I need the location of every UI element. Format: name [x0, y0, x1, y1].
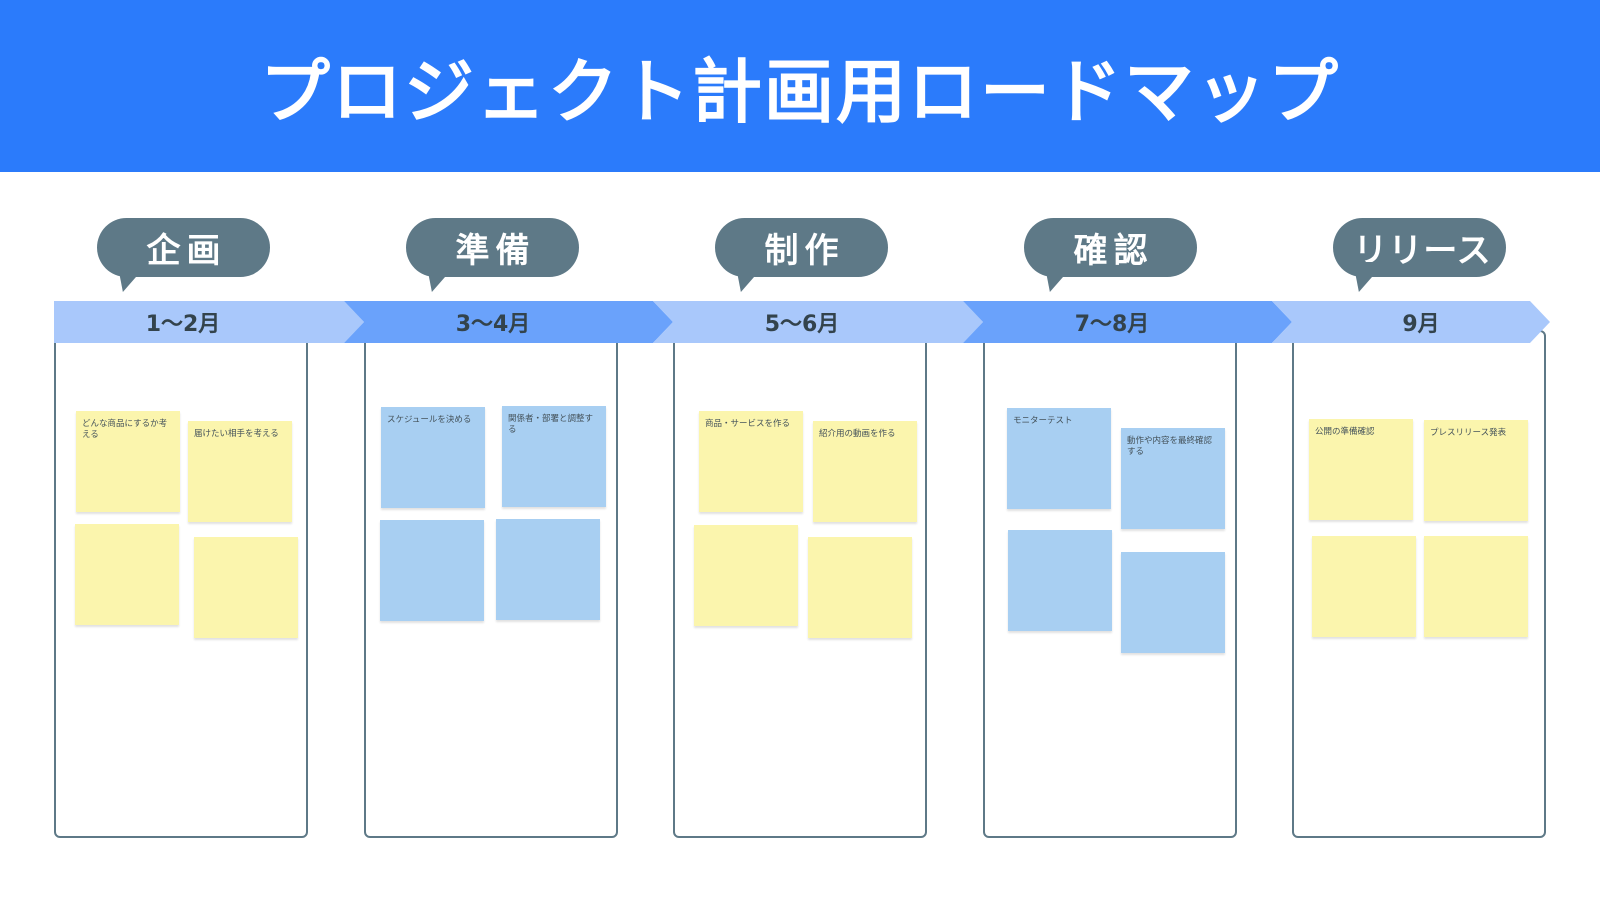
sticky-note[interactable]: [75, 524, 179, 625]
period-label-4: 7〜8月: [1074, 312, 1150, 337]
period-label-2: 3〜4月: [455, 312, 531, 337]
bubble-tail: [112, 262, 150, 292]
page-title: プロジェクト計画用ロードマップ: [260, 50, 1340, 133]
timeline-segment-1: [54, 301, 364, 343]
sticky-note[interactable]: [808, 537, 912, 638]
timeline-segment-3: [653, 301, 983, 343]
sticky-note[interactable]: [1008, 530, 1112, 631]
sticky-note[interactable]: 関係者・部署と調整する: [502, 406, 606, 507]
sticky-note[interactable]: 動作や内容を最終確認する: [1121, 428, 1225, 529]
sticky-note[interactable]: [1424, 536, 1528, 637]
header-banner: プロジェクト計画用ロードマップ: [0, 0, 1600, 172]
phase-bubble-5: リリース: [1333, 218, 1506, 292]
period-label-1: 1〜2月: [145, 312, 221, 337]
bubble-tail: [730, 262, 768, 292]
phase-name: 制作: [764, 231, 845, 271]
sticky-note[interactable]: どんな商品にするか考える: [76, 411, 180, 512]
timeline-segment-5: [1272, 301, 1550, 343]
phase-name: 確認: [1073, 231, 1154, 271]
timeline-arrow: [54, 301, 1550, 343]
bubble-tail: [1348, 262, 1386, 292]
sticky-note[interactable]: [496, 519, 600, 620]
phase-bubble-3: 制作: [715, 218, 888, 292]
sticky-note[interactable]: [1312, 536, 1416, 637]
sticky-note[interactable]: [380, 520, 484, 621]
bubble-tail: [1039, 262, 1077, 292]
phase-bubble-2: 準備: [406, 218, 579, 292]
period-label-5: 9月: [1402, 312, 1440, 337]
sticky-note[interactable]: スケジュールを決める: [381, 407, 485, 508]
phase-bubble-4: 確認: [1024, 218, 1197, 292]
sticky-note[interactable]: 公開の準備確認: [1309, 419, 1413, 520]
sticky-note[interactable]: モニターテスト: [1007, 408, 1111, 509]
timeline-segment-2: [344, 301, 673, 343]
sticky-note[interactable]: プレスリリース発表: [1424, 420, 1528, 521]
sticky-note[interactable]: [1121, 552, 1225, 653]
sticky-note[interactable]: 届けたい相手を考える: [188, 421, 292, 522]
sticky-note[interactable]: 商品・サービスを作る: [699, 411, 803, 512]
period-label-3: 5〜6月: [764, 312, 840, 337]
phase-name: リリース: [1353, 231, 1492, 271]
sticky-note[interactable]: [694, 525, 798, 626]
phase-bubble-1: 企画: [97, 218, 270, 292]
sticky-note[interactable]: 紹介用の動画を作る: [813, 421, 917, 522]
timeline-arrow-graphic: [54, 301, 1550, 343]
phase-name: 企画: [146, 231, 227, 271]
sticky-note[interactable]: [194, 537, 298, 638]
timeline-segment-4: [963, 301, 1292, 343]
bubble-tail: [421, 262, 459, 292]
phase-name: 準備: [455, 231, 536, 271]
